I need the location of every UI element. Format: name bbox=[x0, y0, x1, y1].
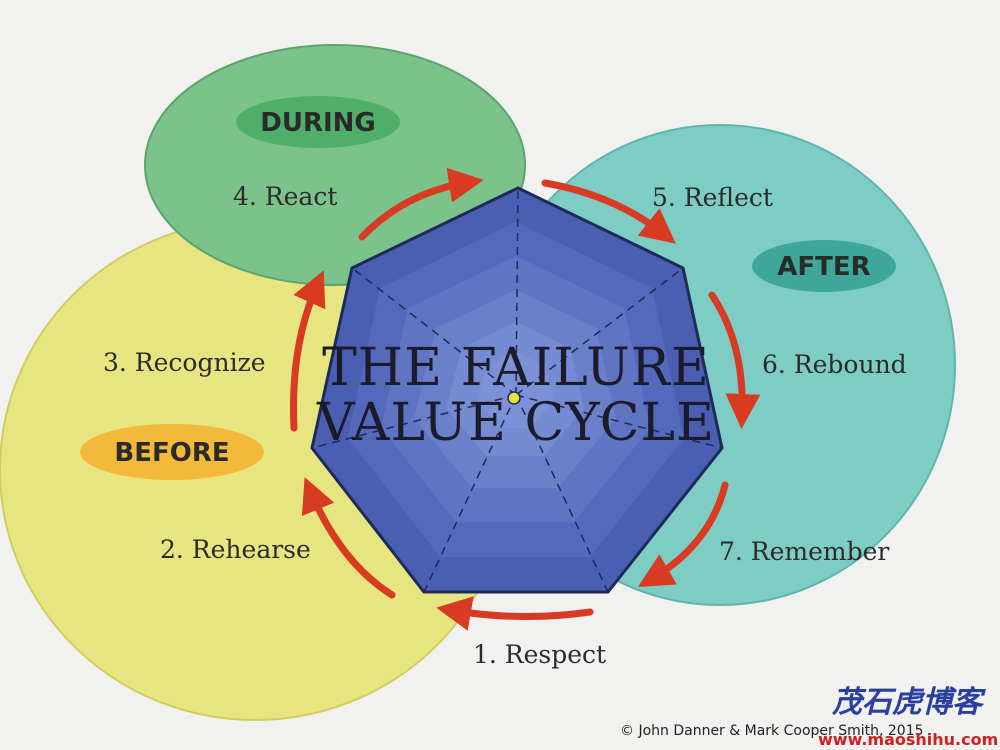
arrow-recognize-to-react-icon bbox=[358, 167, 484, 241]
during-bubble bbox=[144, 44, 526, 286]
step-4-label: 4. React bbox=[233, 182, 337, 211]
title-line-1: THE FAILURE bbox=[322, 338, 710, 398]
step-5-label: 5. Reflect bbox=[652, 183, 773, 212]
watermark-url: www.maoshihu.com bbox=[818, 730, 998, 749]
before-label: BEFORE bbox=[114, 438, 229, 468]
arrow-reflect-to-rebound-icon bbox=[708, 291, 761, 429]
during-pill bbox=[236, 96, 400, 148]
arrow-rebound-to-remember-icon bbox=[637, 481, 729, 588]
step-6-label: 6. Rebound bbox=[762, 350, 907, 379]
arrow-respect-to-rehearse-icon bbox=[301, 477, 396, 599]
watermark-chinese: 茂石虎博客 bbox=[831, 685, 986, 720]
after-pill bbox=[752, 240, 896, 292]
after-label: AFTER bbox=[777, 252, 870, 282]
copyright-credit: © John Danner & Mark Cooper Smith, 2015 bbox=[620, 723, 924, 739]
heptagon bbox=[310, 186, 724, 594]
step-3-label: 3. Recognize bbox=[103, 348, 266, 377]
before-pill bbox=[80, 424, 264, 480]
arrow-rehearse-to-recognize-icon bbox=[290, 270, 326, 432]
during-label: DURING bbox=[260, 108, 376, 138]
step-2-label: 2. Rehearse bbox=[160, 535, 311, 564]
arrow-react-to-reflect-icon bbox=[541, 179, 676, 244]
step-7-label: 7. Remember bbox=[719, 537, 889, 566]
step-1-label: 1. Respect bbox=[473, 640, 606, 669]
arrow-remember-to-respect-icon bbox=[436, 596, 594, 631]
center-dot bbox=[507, 391, 521, 405]
